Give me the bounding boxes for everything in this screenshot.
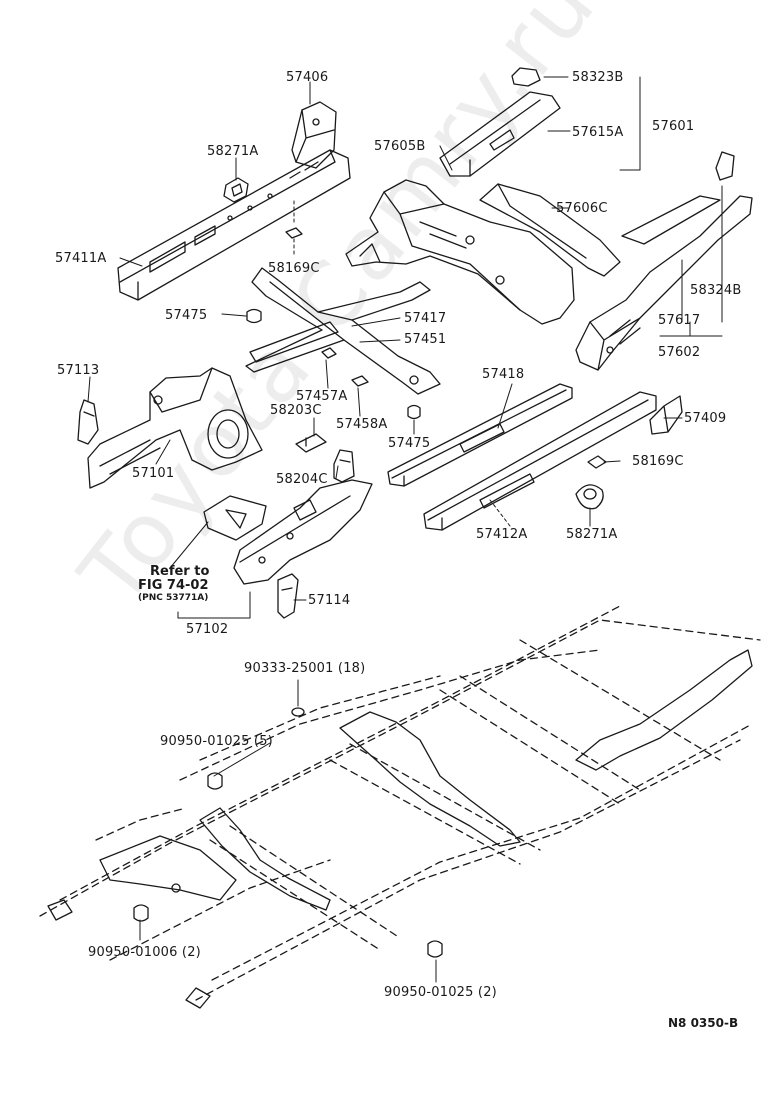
part-58203C: [295, 433, 327, 453]
part-58324B: [715, 151, 735, 181]
label-58169C-top: 58169C: [268, 261, 320, 276]
part-57617-upper: [621, 195, 721, 245]
label-58169C-right: 58169C: [632, 454, 684, 469]
part-57615A-rail: [439, 91, 561, 177]
part-57417-crossmember: [245, 267, 441, 395]
part-58323B: [511, 67, 541, 87]
reference-line-1: Refer to: [150, 564, 210, 579]
label-57475-mid: 57475: [388, 436, 431, 451]
hardware-90333-washer: [291, 707, 305, 717]
label-58203C: 58203C: [270, 403, 322, 418]
part-57114-bracket: [277, 573, 299, 619]
part-58271A-top: [223, 177, 249, 203]
part-58271A-right: [575, 484, 604, 510]
assembled-frame-outline: [39, 605, 761, 1001]
label-57602: 57602: [658, 345, 701, 360]
figure-code: N8 0350-B: [668, 1016, 739, 1030]
part-57606C: [479, 183, 621, 277]
label-57458A: 57458A: [336, 417, 388, 432]
label-57605B: 57605B: [374, 139, 426, 154]
label-57409: 57409: [684, 411, 727, 426]
label-57417: 57417: [404, 311, 447, 326]
part-57475-grommet-mid: [407, 404, 421, 420]
label-57615A: 57615A: [572, 125, 624, 140]
part-57605B-crossmember: [345, 179, 575, 325]
label-57102: 57102: [186, 622, 229, 637]
hardware-90950-01006-2: [133, 904, 149, 922]
part-57412A-rail: [423, 391, 657, 531]
part-58204C: [333, 449, 355, 483]
label-57412A: 57412A: [476, 527, 528, 542]
label-57457A: 57457A: [296, 389, 348, 404]
label-57475-top: 57475: [165, 308, 208, 323]
label-57113: 57113: [57, 363, 100, 378]
hardware-90950-01025-5: [207, 772, 223, 790]
part-57113-bracket: [77, 399, 99, 445]
label-57406: 57406: [286, 70, 329, 85]
label-90950-01025-2: 90950-01025 (2): [384, 985, 497, 1000]
label-90950-01006: 90950-01006 (2): [88, 945, 201, 960]
part-57418-rail: [387, 383, 573, 487]
label-58324B: 58324B: [690, 283, 742, 298]
part-ref-bracket: [203, 495, 267, 541]
part-57475-grommet-top: [246, 308, 262, 324]
label-57101: 57101: [132, 466, 175, 481]
label-58204C: 58204C: [276, 472, 328, 487]
part-58169C-right: [587, 455, 607, 469]
label-58271A-top: 58271A: [207, 144, 259, 159]
part-57411A-rail: [117, 149, 351, 301]
reference-line-3: (PNC 53771A): [138, 592, 209, 603]
label-57114: 57114: [308, 593, 351, 608]
part-57458A: [351, 375, 369, 387]
part-57617-rail: [575, 195, 753, 371]
reference-note: Refer to FIG 74-02 (PNC 53771A): [138, 564, 210, 603]
hardware-90950-01025-2: [427, 940, 443, 958]
reference-line-2: FIG 74-02: [138, 578, 209, 594]
part-58169C-top: [285, 227, 303, 239]
label-57617: 57617: [658, 313, 701, 328]
label-58323B: 58323B: [572, 70, 624, 85]
part-57101-front-rail: [87, 367, 263, 489]
label-57601: 57601: [652, 119, 695, 134]
label-58271A-right: 58271A: [566, 527, 618, 542]
leader-lines: [87, 76, 723, 983]
part-57457A: [321, 347, 337, 359]
label-90333-25001: 90333-25001 (18): [244, 661, 366, 676]
label-57411A: 57411A: [55, 251, 107, 266]
part-57409-bracket: [649, 395, 683, 435]
part-57102-front-rail: [233, 479, 373, 585]
part-57406-bracket: [291, 101, 337, 169]
label-57451: 57451: [404, 332, 447, 347]
label-57606C: 57606C: [556, 201, 608, 216]
label-90950-01025-5: 90950-01025 (5): [160, 734, 273, 749]
assembled-frame-solid: [47, 649, 753, 1009]
label-57418: 57418: [482, 367, 525, 382]
